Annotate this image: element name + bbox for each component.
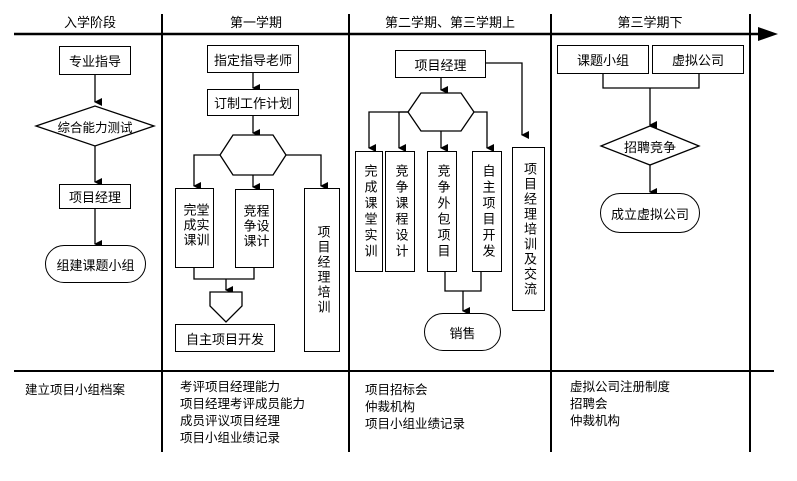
phase-header: 第三学期下 [617,16,683,31]
branch-hexagon [219,134,287,176]
terminal-box: 组建课题小组 [45,245,146,283]
timeline-arrow-icon [758,27,778,41]
process-box: 指定指导老师 [207,45,299,73]
process-box: 完成课堂实训 [175,188,214,268]
phase-header: 第二学期、第三学期上 [384,16,516,31]
phase-notes: 考评项目经理能力 项目经理考评成员能力 成员评议项目经理 项目小组业绩记录 [180,379,306,445]
branch-hexagon [407,92,475,132]
process-box: 自主项目开发 [175,324,275,352]
decision-diamond [599,125,701,166]
process-box: 项目经理 [59,184,131,209]
decision-label: 招聘竞争 [623,141,676,156]
terminal-box: 成立虚拟公司 [600,193,700,233]
process-box: 专业指导 [59,46,131,75]
phase-header: 第一学期 [229,16,283,31]
phase-notes: 项目招标会 仲裁机构 项目小组业绩记录 [365,382,466,431]
decision-label: 综合能力测试 [57,120,133,135]
process-box: 自主项目开发 [472,151,502,272]
phase-notes: 虚拟公司注册制度 招聘会 仲裁机构 [570,379,671,428]
process-box: 完成课堂实训 [355,151,383,272]
process-box: 竞争外包项目 [427,151,457,272]
process-box: 订制工作计划 [207,89,299,116]
process-box: 课题小组 [557,45,649,74]
process-box: 虚拟公司 [652,45,744,74]
merge-pentagon [209,291,243,323]
terminal-box: 销售 [424,313,501,351]
process-box: 竞争课程设计 [235,189,274,268]
process-box: 项目经理培训 [304,188,340,352]
process-box: 项目经理 [395,50,486,78]
process-box: 竞争课程设计 [385,151,415,272]
phase-notes: 建立项目小组档案 [25,382,126,397]
phase-header: 入学阶段 [63,16,117,31]
process-box: 项目经理培训及交流 [512,147,545,311]
decision-diamond [33,105,157,147]
